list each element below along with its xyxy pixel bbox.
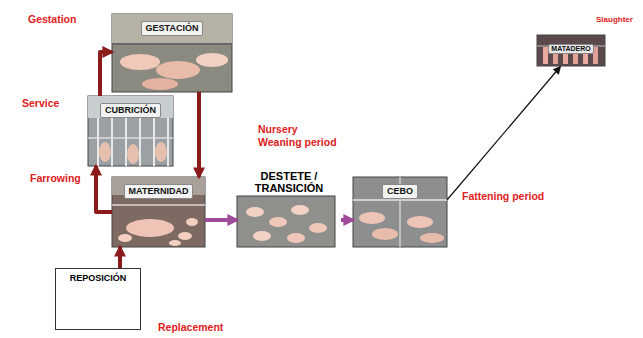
stage-label: Slaughter <box>596 15 633 25</box>
cycle-arrow <box>197 92 201 177</box>
stage-label: Weaning period <box>258 136 337 149</box>
nursery-photo <box>237 196 335 247</box>
flow-arrow <box>447 67 560 200</box>
slaughterhouse-box: MATADERO <box>537 35 605 66</box>
slaughterhouse-photo <box>537 35 605 66</box>
cycle-arrow <box>118 247 122 268</box>
stage-name: REPOSICIÓN <box>56 269 140 284</box>
maternity-box: MATERNIDAD <box>112 177 205 247</box>
fattening-photo <box>353 177 447 247</box>
fattening-box: CEBO <box>353 177 447 247</box>
stage-name: MATERNIDAD <box>124 184 194 199</box>
nursery-box: DESTETE / TRANSICIÓN <box>237 170 341 247</box>
maternity-photo <box>112 177 205 247</box>
cycle-arrow <box>100 52 112 96</box>
stage-name: MATADERO <box>548 44 593 54</box>
stage-name: DESTETE / TRANSICIÓN <box>237 170 341 194</box>
stage-label: Farrowing <box>30 172 81 185</box>
stage-label: Replacement <box>158 321 223 334</box>
flow-arrow <box>205 218 237 222</box>
stage-label: Service <box>22 97 59 110</box>
replacement-box: REPOSICIÓN <box>55 268 141 330</box>
stage-label: Nursery <box>258 123 298 136</box>
stage-label: Gestation <box>28 13 76 26</box>
cycle-arrow <box>96 166 112 212</box>
stage-name: GESTACIÓN <box>141 21 204 36</box>
gestation-box: GESTACIÓN <box>112 14 232 92</box>
service-box: CUBRICIÓN <box>88 96 173 166</box>
gestation-photo <box>112 14 232 92</box>
service-photo <box>88 96 173 166</box>
stage-name: CEBO <box>382 184 418 199</box>
stage-label: Fattening period <box>462 190 544 203</box>
flow-arrow <box>341 218 353 222</box>
stage-name: CUBRICIÓN <box>100 103 161 118</box>
